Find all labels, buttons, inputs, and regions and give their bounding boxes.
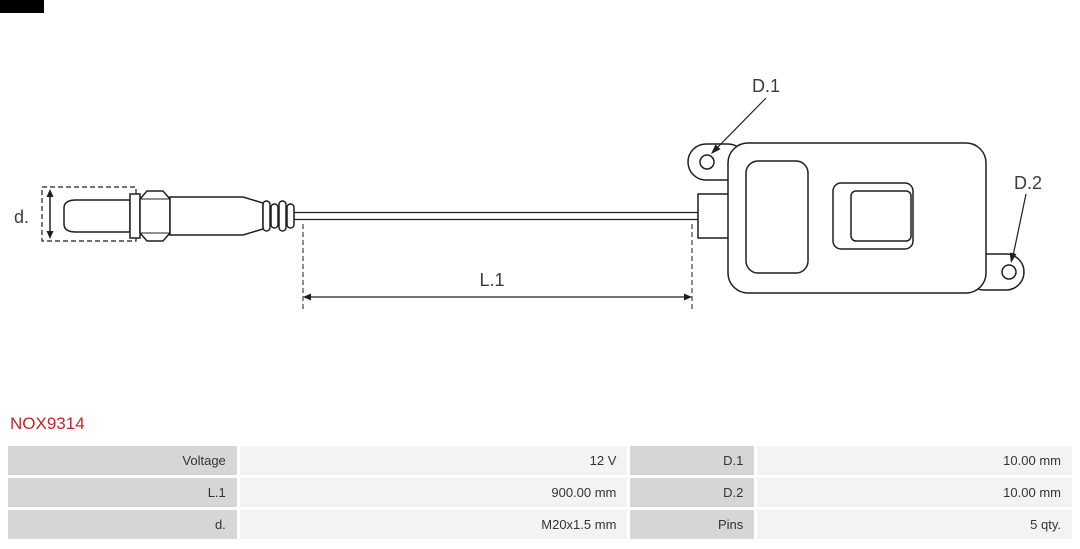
module-connector-socket: [745, 160, 809, 274]
mounting-hole-d1: [699, 154, 715, 170]
arrowhead-up-icon: [46, 189, 54, 197]
spec-value-cell: 12 V: [239, 446, 628, 475]
spec-value-cell: 5 qty.: [757, 510, 1072, 539]
table-row: L.1 900.00 mm D.2 10.00 mm: [8, 478, 1072, 507]
spec-label-cell: Pins: [630, 510, 755, 539]
spec-label-cell: D.2: [630, 478, 755, 507]
table-row: d. M20x1.5 mm Pins 5 qty.: [8, 510, 1072, 539]
d1-leader-line: [713, 97, 767, 152]
d2-label: D.2: [1014, 173, 1042, 193]
spec-value-cell: 900.00 mm: [239, 478, 628, 507]
d1-arrowhead-icon: [711, 144, 721, 154]
l1-label: L.1: [479, 270, 504, 290]
crimp-ring: [262, 200, 271, 232]
spec-value-cell: 10.00 mm: [757, 478, 1072, 507]
spec-value-cell: 10.00 mm: [757, 446, 1072, 475]
arrowhead-right-icon: [684, 293, 692, 301]
spec-label-cell: D.1: [630, 446, 755, 475]
spec-label-cell: d.: [8, 510, 237, 539]
spec-value-cell: M20x1.5 mm: [239, 510, 628, 539]
diameter-label: d.: [14, 207, 29, 227]
crimp-ring: [278, 200, 287, 232]
spec-label-cell: Voltage: [8, 446, 237, 475]
brand-logo: [0, 0, 44, 13]
cable-gland: [697, 193, 733, 239]
table-row: Voltage 12 V D.1 10.00 mm: [8, 446, 1072, 475]
arrowhead-down-icon: [46, 231, 54, 239]
arrowhead-left-icon: [303, 293, 311, 301]
d1-label: D.1: [752, 76, 780, 96]
mounting-hole-d2: [1001, 264, 1017, 280]
d2-leader-line: [1012, 193, 1027, 257]
probe-flange: [129, 193, 141, 239]
part-number: NOX9314: [10, 414, 85, 433]
module-plug-inner: [850, 190, 912, 242]
d2-arrowhead-icon: [1009, 252, 1017, 263]
sensor-technical-drawing: d. L.1 D.1 D.2: [14, 76, 1042, 310]
sensor-probe-tip: [63, 199, 131, 233]
spec-label-cell: L.1: [8, 478, 237, 507]
spec-table: Voltage 12 V D.1 10.00 mm L.1 900.00 mm …: [8, 446, 1072, 539]
crimp-ring: [270, 203, 279, 229]
sensor-body: [169, 196, 264, 236]
crimp-ring: [286, 203, 295, 229]
